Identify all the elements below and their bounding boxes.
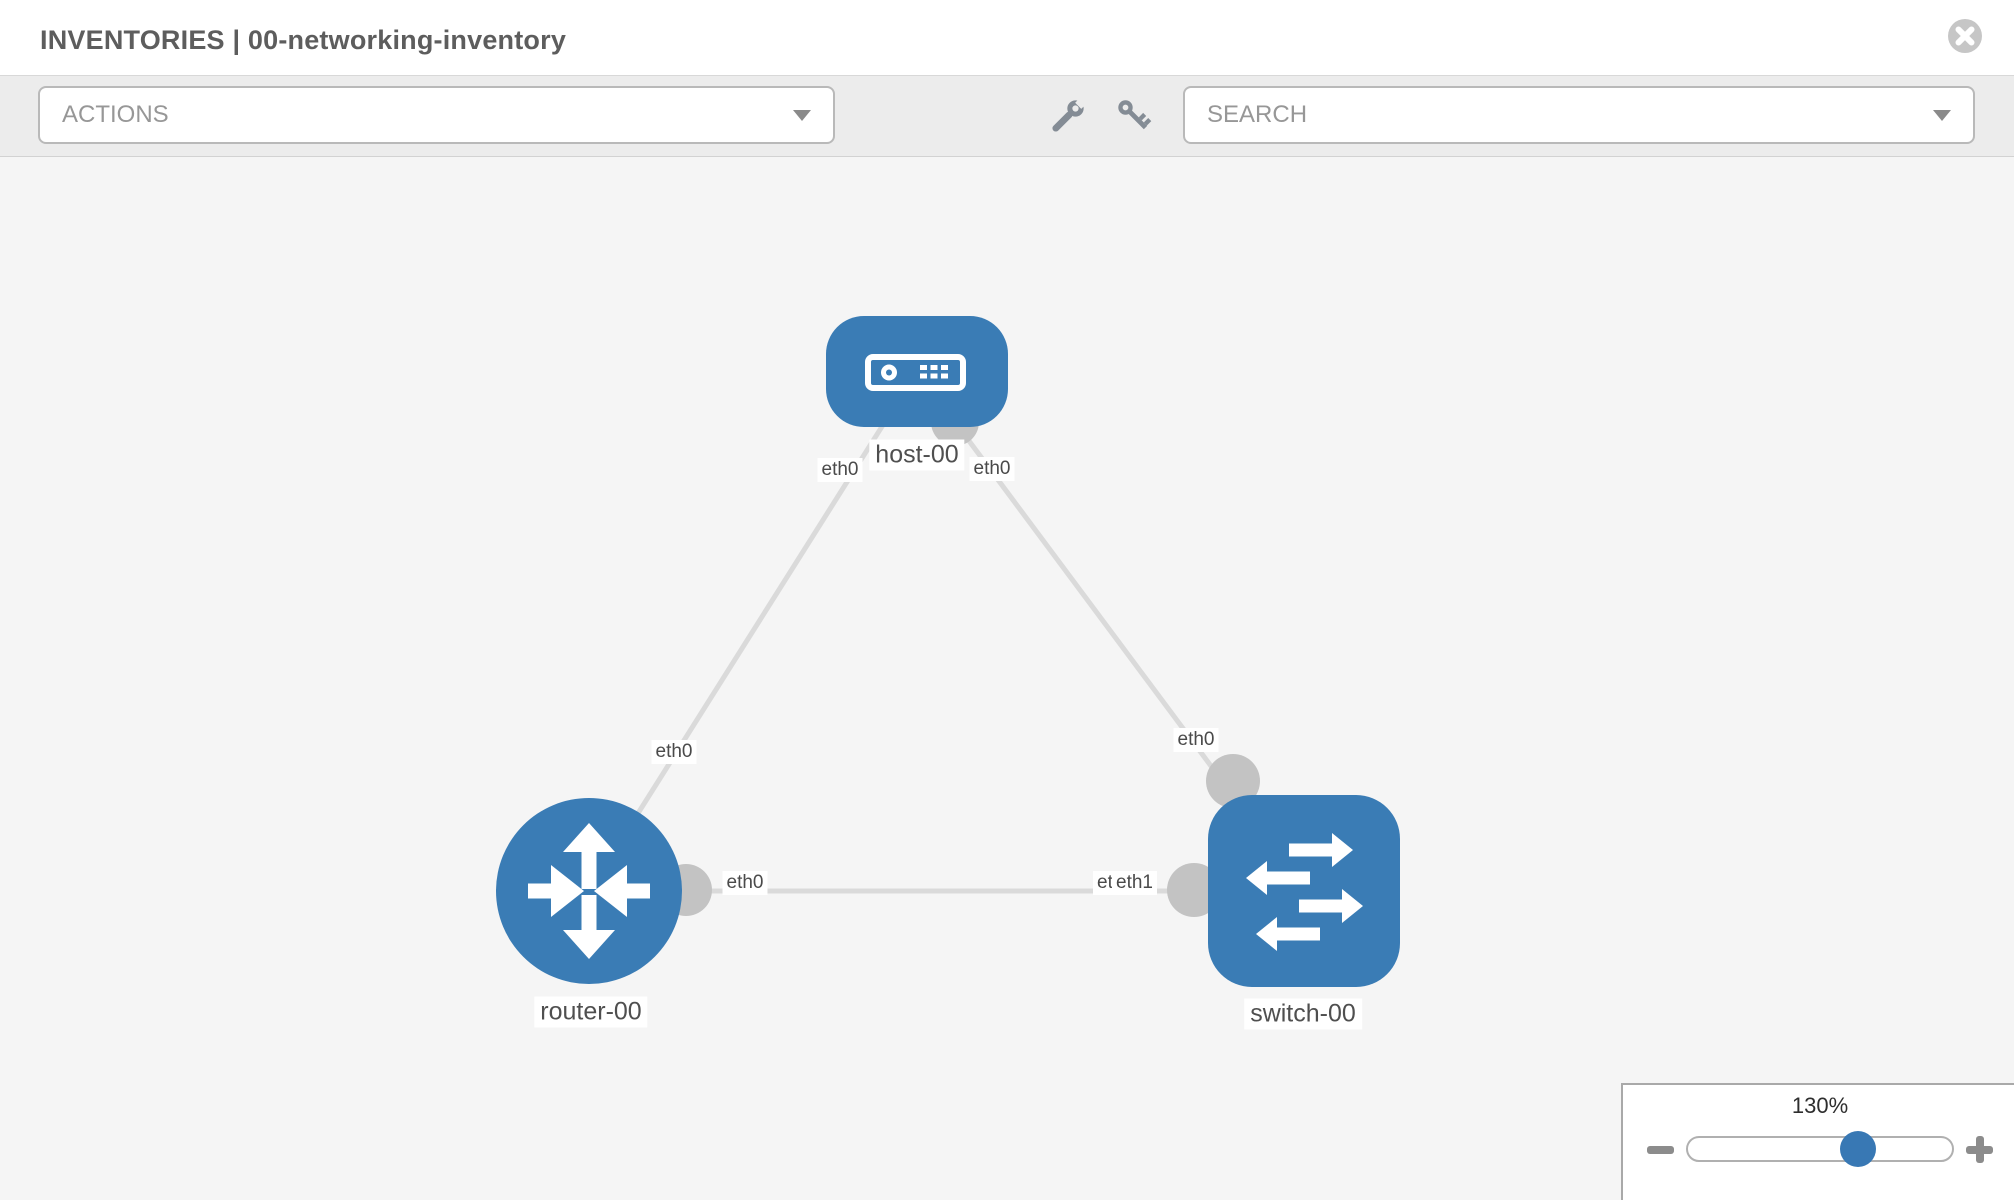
chevron-down-icon	[1933, 109, 1951, 121]
node-host[interactable]	[826, 316, 1008, 427]
link-host-router[interactable]	[586, 369, 920, 893]
search-dropdown-label: SEARCH	[1207, 101, 1308, 128]
host-icon	[865, 354, 966, 391]
interface-dot-switch-left[interactable]	[1167, 863, 1221, 917]
zoom-slider-track[interactable]	[1686, 1131, 1954, 1167]
chevron-down-icon	[793, 109, 811, 121]
zoom-slider-handle[interactable]	[1840, 1131, 1876, 1167]
header: INVENTORIES | 00-networking-inventory	[0, 0, 2014, 75]
interface-label-host-router-host-end: eth0	[817, 458, 863, 482]
toolbar: ACTIONS SEARCH	[0, 75, 2014, 157]
node-label-host: host-00	[869, 439, 965, 471]
topology-canvas[interactable]: eth0 eth0 eth0 eth0 eth0 eth0 eth1 host-…	[0, 157, 2014, 1200]
interface-label-host-switch-switch-end: eth0	[1173, 728, 1219, 752]
node-label-switch: switch-00	[1244, 998, 1362, 1030]
close-button[interactable]	[1946, 17, 1984, 55]
zoom-level-readout: 130%	[1791, 1093, 1849, 1118]
interface-label-router-switch-switch-end: eth1	[1112, 871, 1157, 895]
zoom-out-button[interactable]	[1647, 1136, 1674, 1163]
interface-label-router-switch-router-end: eth0	[722, 871, 768, 895]
interface-label-host-switch-host-end: eth0	[969, 457, 1015, 481]
zoom-slider-row	[1623, 1127, 2014, 1171]
node-router[interactable]	[496, 798, 682, 984]
interface-dot-switch-top[interactable]	[1206, 754, 1260, 808]
plus-icon	[1976, 1135, 1984, 1163]
wrench-icon[interactable]	[1043, 93, 1091, 141]
actions-dropdown-label: ACTIONS	[62, 101, 169, 128]
close-icon	[1948, 19, 1982, 53]
interface-label-host-router-router-end: eth0	[651, 740, 697, 764]
page-title: INVENTORIES | 00-networking-inventory	[40, 25, 567, 55]
node-switch[interactable]	[1208, 795, 1400, 987]
minus-icon	[1647, 1145, 1674, 1154]
router-icon	[528, 823, 650, 959]
zoom-in-button[interactable]	[1966, 1135, 1993, 1163]
search-dropdown[interactable]: SEARCH	[1183, 86, 1975, 144]
switch-icon	[1246, 833, 1363, 951]
key-icon[interactable]	[1111, 93, 1159, 141]
actions-dropdown[interactable]: ACTIONS	[38, 86, 835, 144]
node-label-router: router-00	[534, 996, 648, 1028]
zoom-control-panel: 130%	[1621, 1083, 2014, 1200]
